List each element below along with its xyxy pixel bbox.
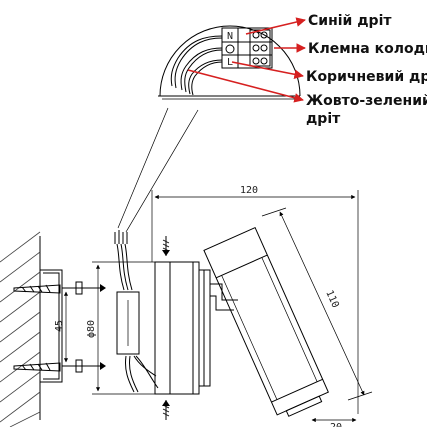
callout-yellow-green-wire-2: дріт (306, 111, 341, 127)
detail-zoom: N L (117, 17, 306, 233)
led-driver (116, 291, 140, 355)
dimension-tube: 20 (311, 417, 357, 427)
ground-icon (225, 44, 235, 54)
dim-mount-spacing: 45 (54, 320, 65, 332)
zoom-leader-left (117, 107, 169, 229)
wall (0, 231, 41, 427)
dimension-45: 45 (54, 291, 69, 363)
zoom-circle (159, 25, 301, 97)
swivel-arm (210, 283, 238, 311)
zoom-leader-right (125, 109, 199, 233)
terminal-mark-n: N (227, 31, 233, 42)
mounting-bracket (40, 269, 63, 383)
terminal-mark-l: L (227, 57, 233, 68)
dim-diameter: ϕ80 (86, 320, 97, 338)
dimension-diameter: ϕ80 (86, 261, 155, 395)
callout-yellow-green-wire-1: Жовто-зелений (306, 93, 427, 109)
lamp-head (203, 226, 329, 417)
yellow-green-wire-arrow (187, 69, 304, 103)
wall-base (154, 261, 211, 395)
callout-terminal-block: Клемна колодка (308, 41, 427, 57)
supply-wires (114, 230, 159, 393)
callout-blue-wire: Синій дріт (308, 13, 392, 29)
screw-bottom (13, 359, 106, 373)
center-mark-bottom (162, 400, 170, 420)
zoom-wires (170, 35, 223, 96)
blue-wire-arrow (245, 17, 306, 35)
dimension-length: 110 (261, 207, 373, 401)
screw-top (13, 281, 106, 295)
dim-width: 120 (240, 185, 258, 196)
center-mark-top (162, 236, 170, 256)
callout-brown-wire: Коричневий дріт (306, 69, 427, 85)
brown-wire-arrow (231, 61, 304, 80)
dim-tube-diameter: 20 (330, 422, 342, 427)
terminal-block: N L (221, 27, 273, 69)
dim-length: 110 (323, 289, 340, 310)
